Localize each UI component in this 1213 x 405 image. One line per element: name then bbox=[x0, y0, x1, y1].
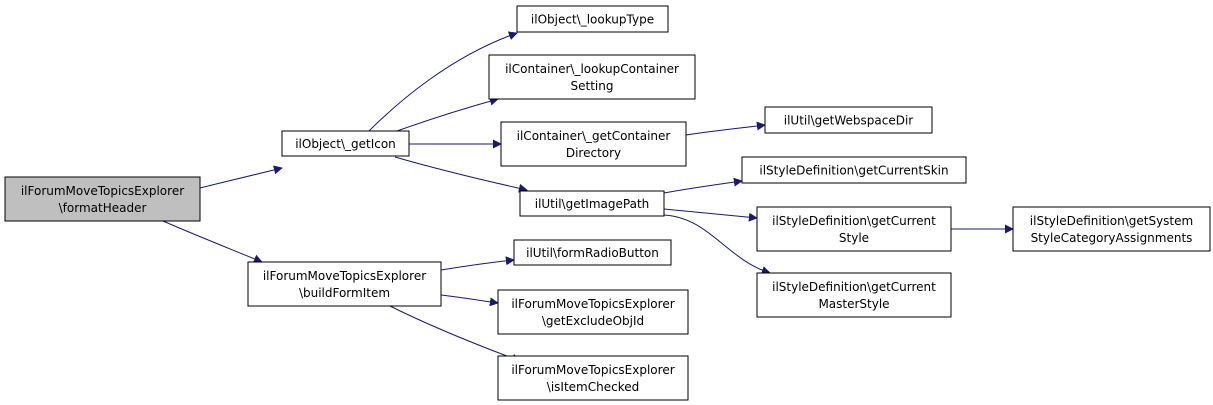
node-label: Directory bbox=[566, 146, 621, 160]
node-label: ilStyleDefinition\getCurrentSkin bbox=[759, 164, 948, 178]
edge-getIcon-to-lookupCont bbox=[396, 96, 499, 132]
node-label: ilStyleDefinition\getSystem bbox=[1030, 214, 1193, 228]
nodes: ilForumMoveTopicsExplorer\formatHeaderil… bbox=[4, 5, 1211, 401]
node-box bbox=[281, 130, 410, 157]
node-box bbox=[4, 176, 201, 222]
node-label: ilForumMoveTopicsExplorer bbox=[511, 363, 674, 377]
edge-getImgPath-to-curMaster bbox=[663, 214, 771, 275]
node-box bbox=[513, 239, 672, 266]
node-box bbox=[516, 5, 669, 33]
node-isChecked[interactable]: ilForumMoveTopicsExplorer \isItemChecked bbox=[497, 355, 689, 401]
node-label: Setting bbox=[571, 79, 614, 93]
node-box bbox=[1012, 206, 1211, 252]
edge-getImgPath-to-curSkin bbox=[663, 177, 743, 194]
node-box bbox=[741, 156, 967, 184]
node-getIcon[interactable]: ilObject\_getIcon bbox=[281, 130, 410, 157]
node-label: ilContainer\_getContainer bbox=[517, 129, 671, 143]
node-label: ilUtil\getWebspaceDir bbox=[784, 114, 914, 128]
node-label: StyleCategoryAssignments bbox=[1031, 231, 1193, 245]
edge-getImgPath-to-curStyle bbox=[663, 208, 758, 222]
node-box bbox=[247, 261, 442, 307]
node-buildForm[interactable]: ilForumMoveTopicsExplorer \buildFormItem bbox=[247, 261, 442, 307]
edge-root-to-getIcon bbox=[199, 165, 283, 189]
node-label: ilForumMoveTopicsExplorer bbox=[21, 184, 184, 198]
edge-root-to-buildForm bbox=[162, 220, 263, 264]
node-label: \buildFormItem bbox=[299, 286, 390, 300]
node-label: ilUtil\formRadioButton bbox=[526, 246, 659, 260]
node-label: MasterStyle bbox=[818, 297, 889, 311]
edge-getContDir-to-webspace bbox=[685, 121, 766, 136]
node-box bbox=[500, 121, 687, 167]
node-label: ilObject\_getIcon bbox=[295, 137, 396, 151]
node-webspace[interactable]: ilUtil\getWebspaceDir bbox=[764, 106, 933, 134]
node-formRadio[interactable]: ilUtil\formRadioButton bbox=[513, 239, 672, 266]
node-label: ilStyleDefinition\getCurrent bbox=[772, 280, 936, 294]
node-label: ilForumMoveTopicsExplorer bbox=[511, 297, 674, 311]
node-label: \getExcludeObjId bbox=[542, 314, 644, 328]
node-label: ilUtil\getImagePath bbox=[535, 197, 650, 211]
node-box bbox=[519, 190, 665, 217]
node-box bbox=[764, 106, 933, 134]
node-getImgPath[interactable]: ilUtil\getImagePath bbox=[519, 190, 665, 217]
node-label: ilStyleDefinition\getCurrent bbox=[772, 214, 936, 228]
node-box bbox=[756, 206, 952, 252]
node-label: \formatHeader bbox=[59, 201, 147, 215]
node-label: Style bbox=[839, 231, 869, 245]
edge-getIcon-to-lookupType bbox=[368, 31, 518, 132]
node-box bbox=[756, 272, 952, 318]
node-label: ilForumMoveTopicsExplorer bbox=[263, 269, 426, 283]
node-lookupType[interactable]: ilObject\_lookupType bbox=[516, 5, 669, 33]
node-label: ilObject\_lookupType bbox=[531, 13, 654, 27]
node-box bbox=[488, 54, 696, 100]
node-getExclude[interactable]: ilForumMoveTopicsExplorer \getExcludeObjI… bbox=[497, 289, 689, 335]
edge-buildForm-to-getExclude bbox=[440, 294, 499, 307]
node-label: ilContainer\_lookupContainer bbox=[505, 62, 679, 76]
node-root[interactable]: ilForumMoveTopicsExplorer \formatHeader bbox=[4, 176, 201, 222]
edge-getIcon-to-getImgPath bbox=[394, 156, 528, 193]
node-curSkin[interactable]: ilStyleDefinition\getCurrentSkin bbox=[741, 156, 967, 184]
node-label: \isItemChecked bbox=[547, 380, 639, 394]
node-box bbox=[497, 289, 689, 335]
node-sysStyleCat[interactable]: ilStyleDefinition\getSystemStyleCategory… bbox=[1012, 206, 1211, 252]
edge-buildForm-to-formRadio bbox=[440, 256, 515, 271]
node-box bbox=[497, 355, 689, 401]
